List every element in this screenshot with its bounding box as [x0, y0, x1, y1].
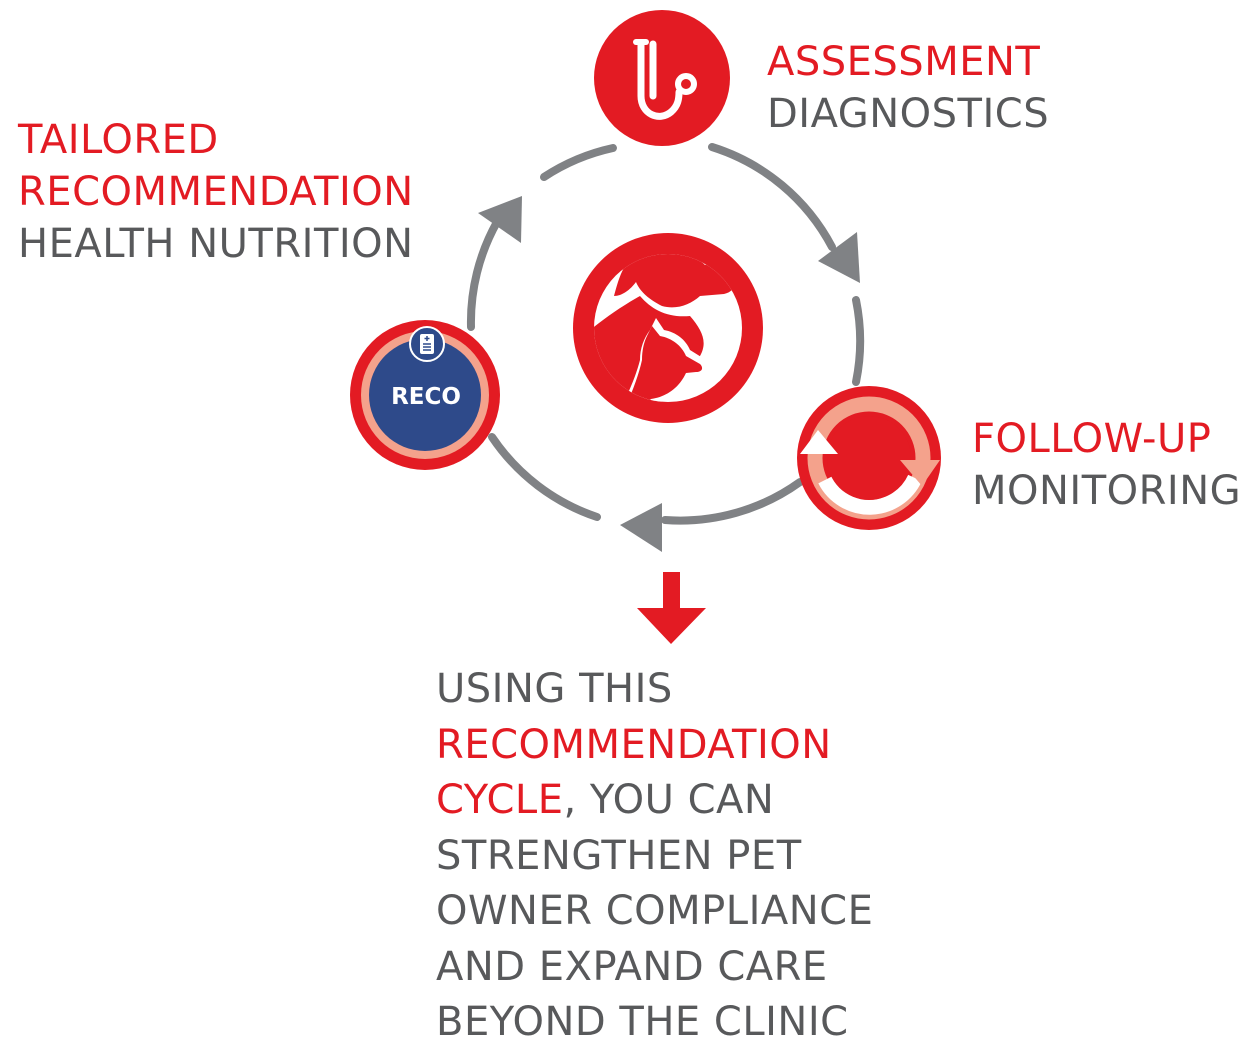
tailored-subtitle: HEALTH NUTRITION [18, 221, 414, 267]
summary-line-1: USING THIS [436, 666, 673, 712]
clipboard-icon [420, 334, 434, 354]
tailored-title-line2: RECOMMENDATION [18, 169, 414, 215]
follow-up-label: FOLLOW-UP MONITORING [972, 413, 1241, 517]
summary-line-7: BEYOND THE CLINIC [436, 999, 849, 1045]
arc-bottom-right [661, 478, 804, 525]
arrowhead-left [478, 196, 522, 243]
follow-up-subtitle: MONITORING [972, 468, 1242, 514]
arrowhead-right [818, 232, 860, 283]
summary-cycle-word: CYCLE [436, 777, 564, 823]
summary-line-2: RECOMMENDATION [436, 721, 832, 768]
arrowhead-bottom [620, 503, 662, 552]
summary-line-5: OWNER COMPLIANCE [436, 888, 874, 934]
summary-line-6: AND EXPAND CARE [436, 943, 828, 990]
dog-and-cat-icon [573, 233, 763, 423]
tailored-title-line1: TAILORED [18, 117, 219, 163]
reco-badge-label: RECO [391, 384, 461, 410]
arc-followup-to-reco [852, 296, 865, 386]
summary-line-3: CYCLE, YOU CAN [436, 773, 873, 829]
assessment-title: ASSESSMENT [767, 39, 1041, 85]
arc-assessment-to-followup [708, 143, 836, 251]
tailored-recommendation-label: TAILORED RECOMMENDATION HEALTH NUTRITION [18, 114, 414, 270]
refresh-cycle-icon [797, 386, 941, 530]
assessment-subtitle: DIAGNOSTICS [767, 91, 1050, 137]
summary-line-3-rest: , YOU CAN [563, 777, 775, 823]
stethoscope-icon [594, 10, 730, 146]
summary-text: USING THIS RECOMMENDATION CYCLE, YOU CAN… [436, 662, 873, 1051]
arc-top-left [540, 144, 617, 181]
cycle-arrows [466, 143, 865, 525]
arc-bottom-left [488, 433, 601, 521]
assessment-label: ASSESSMENT DIAGNOSTICS [767, 36, 1049, 140]
follow-up-title: FOLLOW-UP [972, 416, 1212, 462]
arc-left [466, 218, 501, 331]
summary-line-4: STRENGTHEN PET [436, 832, 802, 879]
reco-badge: RECO [350, 320, 500, 470]
arrow-down-icon [637, 572, 706, 644]
